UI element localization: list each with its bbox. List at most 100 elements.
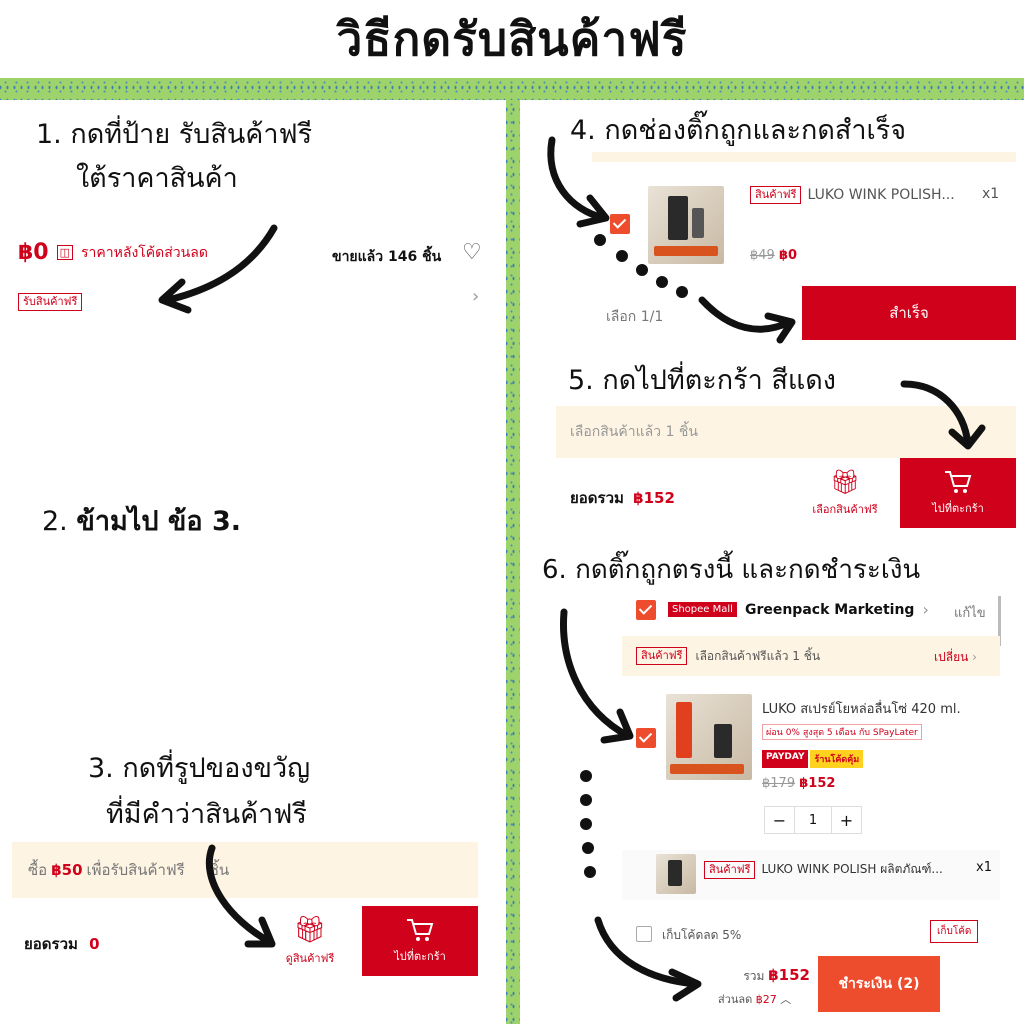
done-button[interactable]: สำเร็จ	[802, 286, 1016, 340]
price-value: ฿0	[18, 240, 49, 265]
page-title: วิธีกดรับสินค้าฟรี	[336, 11, 688, 66]
cart-label: ไปที่ตะกร้า	[394, 950, 446, 963]
voucher-label: เก็บโค้ดลด 5%	[662, 928, 742, 942]
quantity-stepper[interactable]: − 1 +	[764, 806, 862, 834]
product3-name: LUKO WINK POLISH ผลิตภัณฑ์...	[761, 862, 943, 876]
total-row: ยอดรวม 0	[24, 932, 100, 956]
buy-banner-suffix: ชิ้น	[208, 861, 230, 879]
discount-value: ฿27	[755, 993, 777, 1006]
cart-icon	[945, 471, 972, 493]
product3-image	[656, 854, 696, 894]
buy-banner: ซื้อ ฿50 เพื่อรับสินค้าฟรี ชิ้น	[12, 842, 478, 898]
product3-info: สินค้าฟรี LUKO WINK POLISH ผลิตภัณฑ์...	[704, 860, 943, 879]
qty-value[interactable]: 1	[808, 812, 818, 828]
shop-row: Shopee Mall Greenpack Marketing ›	[668, 600, 929, 619]
product1-row: สินค้าฟรี LUKO WINK POLISH...	[750, 186, 955, 204]
product2-checkbox[interactable]	[636, 728, 656, 748]
select-count: เลือก 1/1	[606, 309, 664, 325]
strip	[592, 152, 1016, 162]
total-label: ยอดรวม	[24, 935, 78, 953]
step1-line2: ใต้ราคาสินค้า	[76, 163, 238, 194]
right-gift-label: เลือกสินค้าฟรี	[812, 503, 878, 516]
right-cart-label: ไปที่ตะกร้า	[932, 502, 984, 515]
step6: 6. กดติ๊กถูกตรงนี้ และกดชำระเงิน	[542, 555, 921, 585]
collect-voucher-button[interactable]: เก็บโค้ด	[930, 920, 979, 943]
step2-number: 2.	[42, 506, 68, 537]
installment-badge: ผ่อน 0% สูงสุด 5 เดือน กับ SPayLater	[762, 724, 922, 740]
right-total-value: ฿152	[633, 489, 675, 507]
right-panel: 4. กดช่องติ๊กถูกและกดสำเร็จ สินค้าฟรี LU…	[520, 100, 1024, 1024]
step1-line1: 1. กดที่ป้าย รับสินค้าฟรี	[36, 119, 313, 150]
gift-icon: 🎁︎	[293, 915, 327, 945]
selected-banner: เลือกสินค้าแล้ว 1 ชิ้น	[556, 406, 1016, 458]
product1-qty: x1	[982, 186, 1000, 202]
product2-price-row: ฿179 ฿152	[762, 776, 835, 791]
chevron-up-icon[interactable]: ︿	[780, 993, 792, 1006]
select-free-gift-button[interactable]: 🎁︎ เลือกสินค้าฟรี	[792, 458, 898, 528]
product1-old-price: ฿49	[750, 248, 775, 263]
product3-qty: x1	[976, 860, 992, 875]
view-free-gift-button[interactable]: 🎁︎ ดูสินค้าฟรี	[262, 906, 358, 976]
scrollbar[interactable]	[998, 596, 1001, 646]
cart-icon	[407, 919, 434, 941]
change-label[interactable]: เปลี่ยน	[934, 650, 969, 664]
checkout-button[interactable]: ชำระเงิน (2)	[818, 956, 940, 1012]
free-badge: สินค้าฟรี	[704, 860, 756, 879]
heart-icon[interactable]: ♡	[462, 240, 482, 265]
shop-checkbox[interactable]	[636, 600, 656, 620]
product1-checkbox[interactable]	[610, 214, 630, 234]
promo-badge: ร้านโค้ดคุ้ม	[810, 750, 864, 768]
discount-label: ส่วนลด	[718, 993, 753, 1006]
free-product-tag[interactable]: รับสินค้าฟรี	[18, 290, 83, 311]
right-total-row: ยอดรวม ฿152	[570, 486, 675, 510]
step3-line1: 3. กดที่รูปของขวัญ	[88, 753, 311, 784]
promo-badges: PAYDAY ร้านโค้ดคุ้ม	[762, 750, 864, 768]
change-link[interactable]: เปลี่ยน ›	[934, 650, 977, 664]
go-to-cart-button[interactable]: ไปที่ตะกร้า	[362, 906, 478, 976]
discount-row: ส่วนลด ฿27 ︿	[718, 990, 791, 1008]
voucher-checkbox[interactable]	[636, 926, 652, 942]
step5: 5. กดไปที่ตะกร้า สีแดง	[568, 365, 836, 396]
gift-label: ดูสินค้าฟรี	[285, 952, 335, 965]
chevron-right-icon: ›	[922, 600, 929, 619]
qty-minus-button[interactable]: −	[765, 807, 795, 833]
price-row: ฿0 ◫ ราคาหลังโค้ดส่วนลด	[18, 240, 208, 265]
product1-name: LUKO WINK POLISH...	[807, 187, 955, 203]
chevron-right-icon[interactable]: ›	[472, 286, 480, 307]
product2-image	[666, 694, 752, 780]
total-value: 0	[89, 935, 100, 953]
step2-text: ข้ามไป ข้อ 3.	[76, 506, 242, 537]
top-border	[0, 78, 1024, 100]
qty-plus-button[interactable]: +	[831, 807, 861, 833]
right-go-to-cart-button[interactable]: ไปที่ตะกร้า	[900, 458, 1016, 528]
ticket-icon: ◫	[56, 245, 74, 260]
product1-price: ฿0	[778, 248, 798, 263]
free-badge: สินค้าฟรี	[636, 647, 688, 665]
product2-name[interactable]: LUKO สเปรย์โยหล่อลื่นโซ่ 420 ml.	[762, 702, 961, 717]
buy-banner-prefix: ซื้อ	[28, 861, 48, 879]
left-panel: 1. กดที่ป้าย รับสินค้าฟรี ใต้ราคาสินค้า …	[0, 100, 506, 1024]
payday-badge: PAYDAY	[762, 750, 809, 768]
product2-price: ฿152	[799, 776, 836, 791]
shop-name[interactable]: Greenpack Marketing	[744, 601, 915, 618]
sold-count: ขายแล้ว 146 ชิ้น	[332, 249, 442, 265]
sum-row: รวม ฿152	[738, 966, 810, 986]
middle-divider	[506, 100, 520, 1024]
mall-badge: Shopee Mall	[668, 602, 737, 617]
product2-old-price: ฿179	[762, 776, 796, 791]
free-product-tag-label[interactable]: รับสินค้าฟรี	[18, 293, 83, 311]
free-selected-note: เลือกสินค้าฟรีแล้ว 1 ชิ้น	[695, 648, 821, 663]
free-selected-row: สินค้าฟรี เลือกสินค้าฟรีแล้ว 1 ชิ้น	[622, 636, 1000, 676]
edit-link[interactable]: แก้ไข	[954, 606, 986, 621]
buy-banner-text: เพื่อรับสินค้าฟรี	[86, 861, 185, 879]
product1-price-row: ฿49 ฿0	[750, 248, 797, 263]
free-badge: สินค้าฟรี	[750, 186, 802, 204]
buy-banner-amount: ฿50	[51, 861, 83, 879]
step2: 2. ข้ามไป ข้อ 3.	[42, 505, 241, 539]
price-note: ราคาหลังโค้ดส่วนลด	[81, 244, 208, 261]
right-total-label: ยอดรวม	[570, 489, 624, 507]
product1-image	[648, 186, 724, 264]
sum-value: ฿152	[768, 966, 810, 984]
step3-line2: ที่มีคำว่าสินค้าฟรี	[106, 799, 307, 830]
sum-label: รวม	[743, 969, 765, 983]
